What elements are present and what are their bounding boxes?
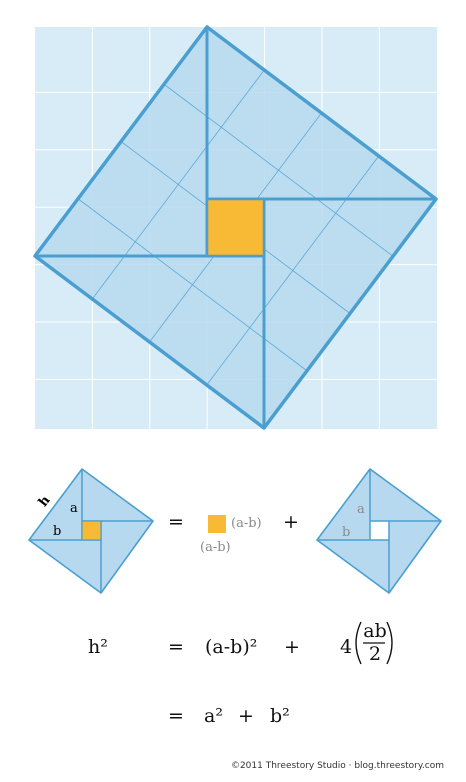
small-center-square (81, 520, 102, 541)
equals-sign-2: = (168, 636, 184, 658)
small-diagram-right (316, 468, 442, 594)
plus-sign-3: + (238, 705, 254, 727)
plus-sign-1: + (283, 511, 299, 533)
fraction-numerator: ab (363, 620, 387, 642)
inner-grid-line (206, 155, 380, 386)
small-diagram-left (28, 468, 154, 594)
fraction-denominator: 2 (368, 643, 382, 665)
label-b: b (53, 524, 62, 539)
label-a-minus-b-bottom: (a-b) (200, 540, 231, 555)
eq3-a-squared: a² (204, 705, 223, 727)
fraction-parentheses (355, 621, 393, 665)
label-a: a (70, 501, 78, 516)
tilted-square-outline (33, 25, 438, 430)
plus-sign-2: + (284, 636, 300, 658)
eq2-term-a-minus-b-squared: (a-b)² (205, 636, 258, 658)
label-b-grey: b (342, 525, 351, 540)
main-diagram (33, 25, 438, 430)
small-center-hole (370, 521, 389, 540)
label-a-minus-b-side: (a-b) (231, 516, 262, 531)
inner-grid-line (77, 198, 308, 372)
label-a-grey: a (357, 502, 365, 517)
eq3-b-squared: b² (270, 705, 290, 727)
eq2-coefficient: 4 (340, 636, 353, 658)
eq2-lhs: h² (88, 636, 108, 658)
equals-sign-3: = (168, 705, 184, 727)
center-square (205, 197, 266, 258)
credit-text: ©2011 Threestory Studio · blog.threestor… (230, 761, 444, 771)
equals-sign-1: = (168, 511, 184, 533)
orange-square-icon (208, 515, 226, 533)
